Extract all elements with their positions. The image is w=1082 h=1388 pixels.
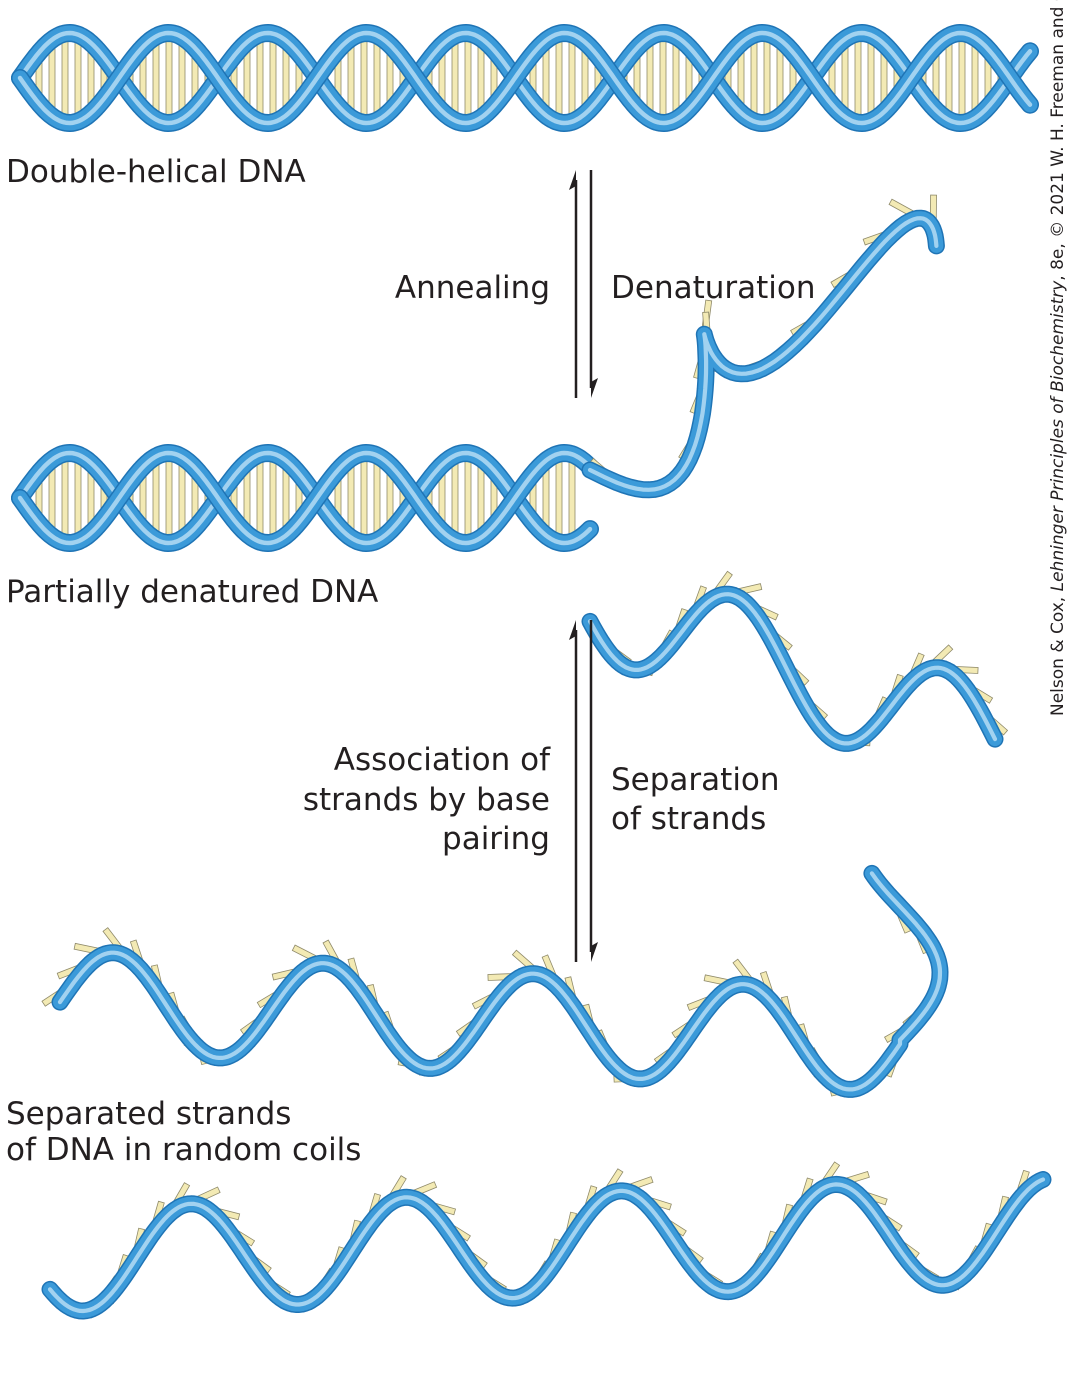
helix-top-base-pair [750,38,758,118]
equilibrium-arrow-bottom [569,620,598,962]
helix-top-base-pair [568,37,576,119]
helix-top-base-pair [659,36,667,120]
double-helix-dna [11,24,1039,132]
helix-top-base-pair [269,37,277,119]
helix-top-base-pair [867,38,875,118]
helix-top-base-pair [152,40,160,116]
helix-mid-base-pair [269,457,277,539]
helix-top-base-pair [763,37,771,119]
helix-top-base-pair [646,40,654,116]
separated-strands-label-line1: Separated strands [6,1096,292,1132]
helix-top-base-pair [672,40,680,116]
separated-strands-label-line2: of DNA in random coils [6,1132,362,1168]
helix-top-base-pair [464,36,472,120]
helix-mid-base-pair [360,456,368,540]
helix-top-base-pair [477,41,485,115]
double-helical-dna-label: Double-helical DNA [6,154,306,190]
partially-denatured-dna-label: Partially denatured DNA [6,574,379,610]
helix-top-base-pair [165,36,173,120]
helix-top-base-pair [945,39,953,117]
helix-mid-base-pair [347,461,355,535]
helix-mid-base-pair [61,457,69,539]
helix-top-base-pair [958,36,966,120]
helix-mid-base-pair [477,461,485,535]
separated-strand-bottom [41,1161,1052,1320]
annealing-label: Annealing [394,270,550,306]
helix-mid-base-pair [256,457,264,539]
association-label-line2: strands by base [302,782,550,818]
helix-top-base-pair [451,39,459,117]
helix-mid-strand-front-highlight [17,450,593,546]
helix-top-base-pair [74,38,82,118]
helix-mid-base-pair [568,457,576,539]
helix-mid-base-pair [373,459,381,537]
separation-label-line2: of strands [611,801,767,837]
helix-mid-base-pair [74,458,82,538]
separated-strand-2-highlight [47,1177,1046,1314]
helix-mid-base-pair [165,456,173,540]
helix-top-base-pair [854,36,862,120]
association-label-line1: Association of [333,742,550,778]
partially-denatured-dna [11,194,1009,752]
helix-mid-base-pair [555,457,563,539]
helix-top-base-pair [61,37,69,119]
equilibrium-arrow-top [569,170,598,398]
helix-top-base-pair [971,41,979,115]
copyright-credit: Nelson & Cox, Lehninger Principles of Bi… [1048,0,1068,716]
helix-top-base-pair [373,39,381,117]
helix-top-base-pair [360,36,368,120]
helix-mid-base-pair [48,463,56,533]
helix-top-base-pair [555,37,563,119]
helix-top-strand-back-highlight [17,30,1033,126]
partial-upper-strand-edge [581,209,945,499]
separated-strand-top [41,864,949,1098]
helix-mid-base-pair [451,459,459,537]
separation-label-line1: Separation [611,762,780,798]
helix-mid-base-pair [464,456,472,540]
helix-top-base-pair [178,40,186,116]
helix-mid-base-pair [152,460,160,536]
denaturation-label: Denaturation [611,270,816,306]
partial-lower-strand-highlight [587,592,998,746]
helix-top-base-pair [776,43,784,113]
association-label-line3: pairing [442,821,550,857]
helix-top-base-pair [48,43,56,113]
helix-mid-base-pair [178,460,186,536]
separated-strand-1-highlight [57,871,943,1092]
helix-top-base-pair [347,41,355,115]
partial-upper-strand-highlight [587,216,939,492]
helix-top-base-pair [256,37,264,119]
helix-top-base-pair [841,42,849,114]
helix-top-strand-front-highlight [17,30,1033,126]
partial-upper-strand [583,211,944,497]
